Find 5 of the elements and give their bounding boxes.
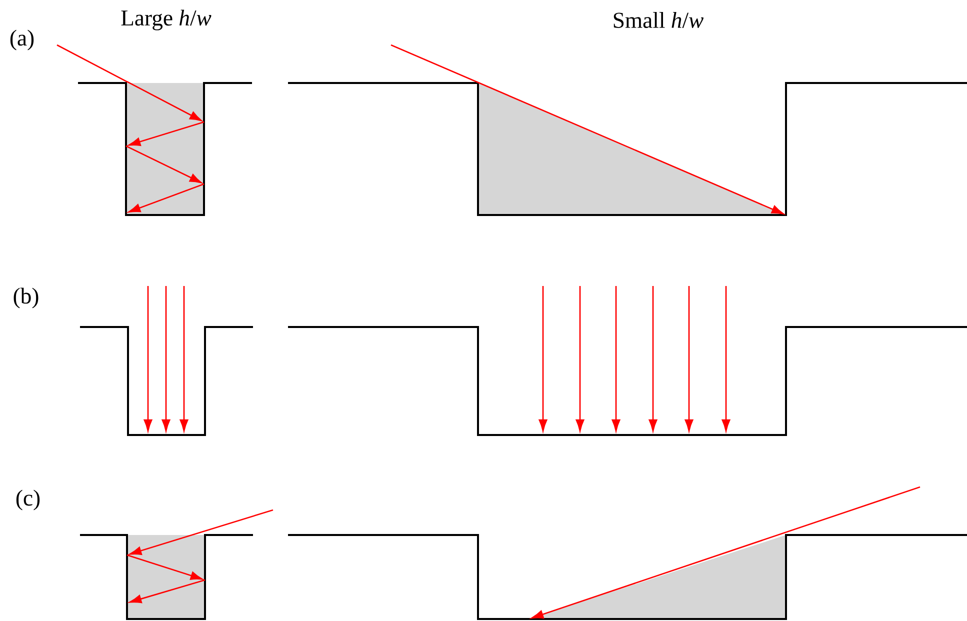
panel-label: (a): [10, 30, 34, 50]
panel-label: (c): [16, 490, 40, 510]
column-heading: Large h/w: [121, 10, 212, 30]
panel-label: (b): [14, 288, 38, 308]
column-heading: Small h/w: [614, 12, 704, 28]
